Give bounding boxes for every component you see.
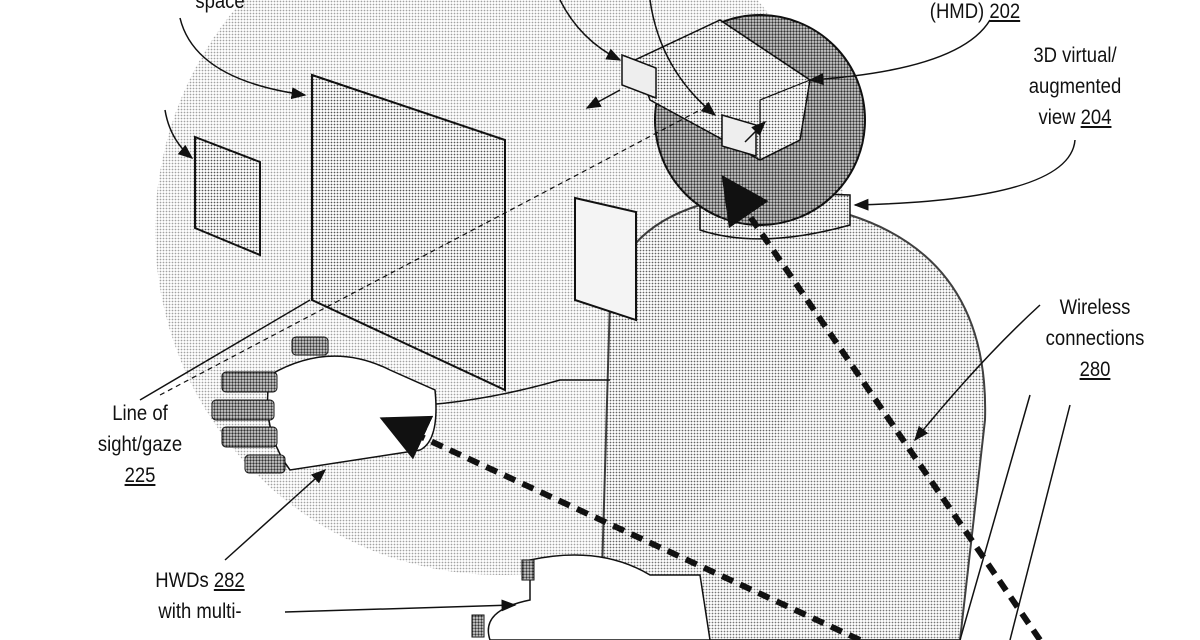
label-hmd-text: (HMD) [929,0,985,23]
label-hmd-number: 202 [989,0,1021,23]
virtual-panel-large [311,73,506,392]
label-gaze: Line of sight/gaze 225 [78,398,201,491]
label-view-number: 204 [1080,106,1112,129]
label-wireless-line1: Wireless [1059,296,1131,319]
label-wireless: Wireless connections 280 [1025,292,1166,385]
label-hmd: (HMD) 202 [913,0,1036,27]
virtual-panel-right [574,196,637,322]
label-hwds-line1: HWDs [155,569,209,592]
label-view-line2: augmented [1028,75,1122,98]
label-gaze-number: 225 [124,464,156,487]
line-of-sight [159,109,701,396]
virtual-panel-small-1 [621,53,657,100]
leader-lines [139,0,1076,640]
label-gaze-line2: sight/gaze [97,433,183,456]
virtual-panel-left [194,135,261,257]
label-hwds-number: 282 [213,569,245,592]
label-space: space [195,0,245,13]
wireless-link-hmd [721,175,1043,640]
hwd-rings-upper [211,336,329,474]
hwd-rings-lower [471,559,535,638]
label-hwds-line2: with multi- [158,600,242,623]
label-view-line1: 3D virtual/ [1033,44,1117,67]
label-view-line3: view [1038,106,1076,129]
virtual-panel-small-2 [721,113,757,158]
label-gaze-line1: Line of [112,402,168,425]
label-3d-view: 3D virtual/ augmented view 204 [1009,40,1141,133]
label-hwds: HWDs 282 with multi- [138,565,261,627]
label-wireless-line2: connections [1045,327,1145,350]
label-wireless-number: 280 [1079,358,1111,381]
wireless-link-hand [379,415,862,640]
